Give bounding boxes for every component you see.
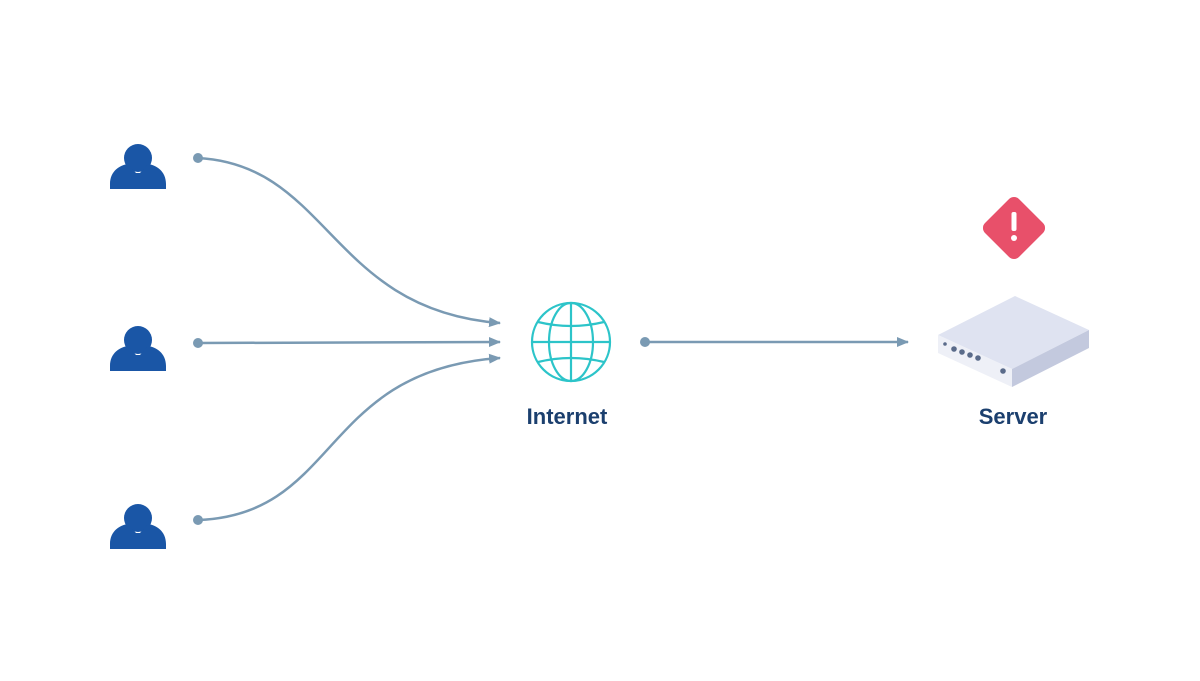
server-icon: [938, 296, 1089, 387]
user-icon: [110, 504, 166, 549]
connector-user-3-to-internet: [193, 353, 501, 525]
warning-icon: [982, 196, 1046, 260]
globe-icon: [530, 301, 612, 383]
user-icon: [110, 326, 166, 371]
user-icon: [110, 144, 166, 189]
connector-internet-to-server: [640, 337, 909, 347]
internet-label: Internet: [526, 404, 608, 429]
server-label: Server: [978, 404, 1048, 429]
connector-user-2-to-internet: [193, 337, 501, 348]
connector-user-1-to-internet: [193, 153, 501, 328]
